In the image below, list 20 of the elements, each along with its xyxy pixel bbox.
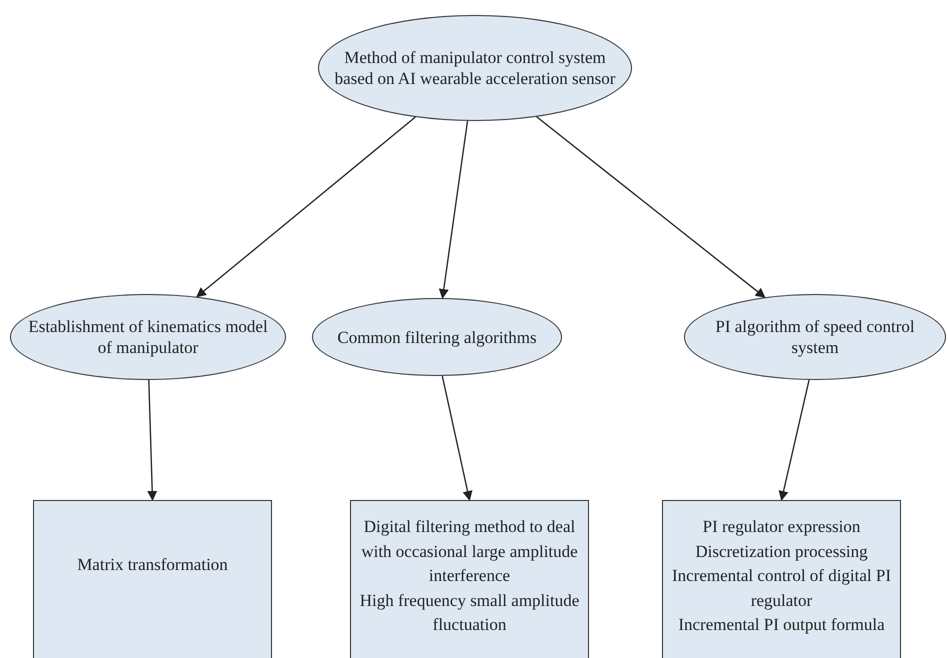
node-text: Incremental control of digital PI regulator [670,565,892,612]
node-text: Discretization processing [695,540,868,563]
node-text: Establishment of kinematics model of manipulator [27,316,269,358]
node-text: Matrix transformation [77,554,228,576]
arrow [147,380,158,501]
node-text: High frequency small amplitude fluctuation [358,590,580,636]
node-text: Common filtering algorithms [337,326,537,348]
node-text: Digital filtering method to deal with occasional large amplitude interference [360,516,579,587]
detail-box [33,500,272,658]
detail-box [350,500,589,658]
arrow [438,120,468,300]
node-text: Incremental PI output formula [678,614,885,636]
node-text: PI algorithm of speed control system [714,316,916,358]
arrow [196,116,416,298]
node-text: Method of manipulator control system based on AI wearable acceleration sensor [334,47,616,89]
node-text: PI regulator expression [702,516,860,538]
arrow [536,116,766,298]
arrow [778,380,810,501]
arrow [442,376,472,501]
detail-box [662,500,901,658]
